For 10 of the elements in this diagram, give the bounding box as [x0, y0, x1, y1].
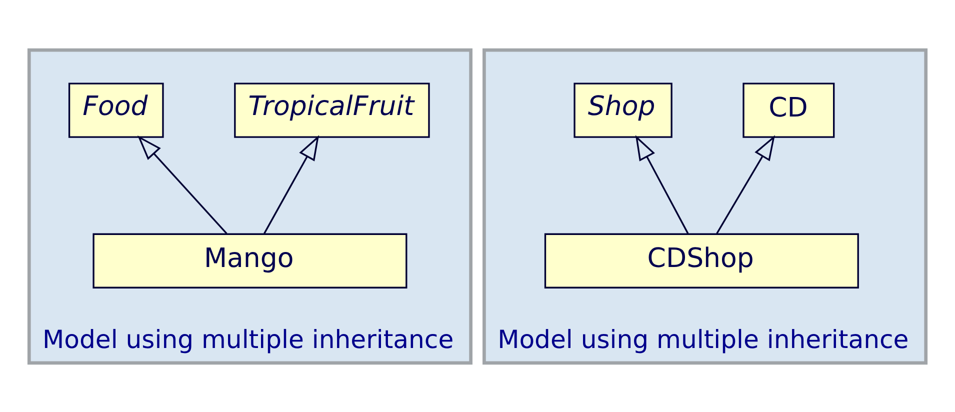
node-box: CD — [742, 82, 835, 138]
node-box: Food — [68, 82, 164, 138]
arrow — [635, 134, 689, 234]
node-box: CDShop — [544, 232, 859, 288]
node-box: TropicalFruit — [234, 82, 430, 138]
node-box: Mango — [92, 232, 408, 288]
node-box: Shop — [574, 82, 672, 138]
arrow — [137, 134, 228, 234]
arrow — [716, 134, 775, 234]
arrow — [264, 134, 320, 234]
